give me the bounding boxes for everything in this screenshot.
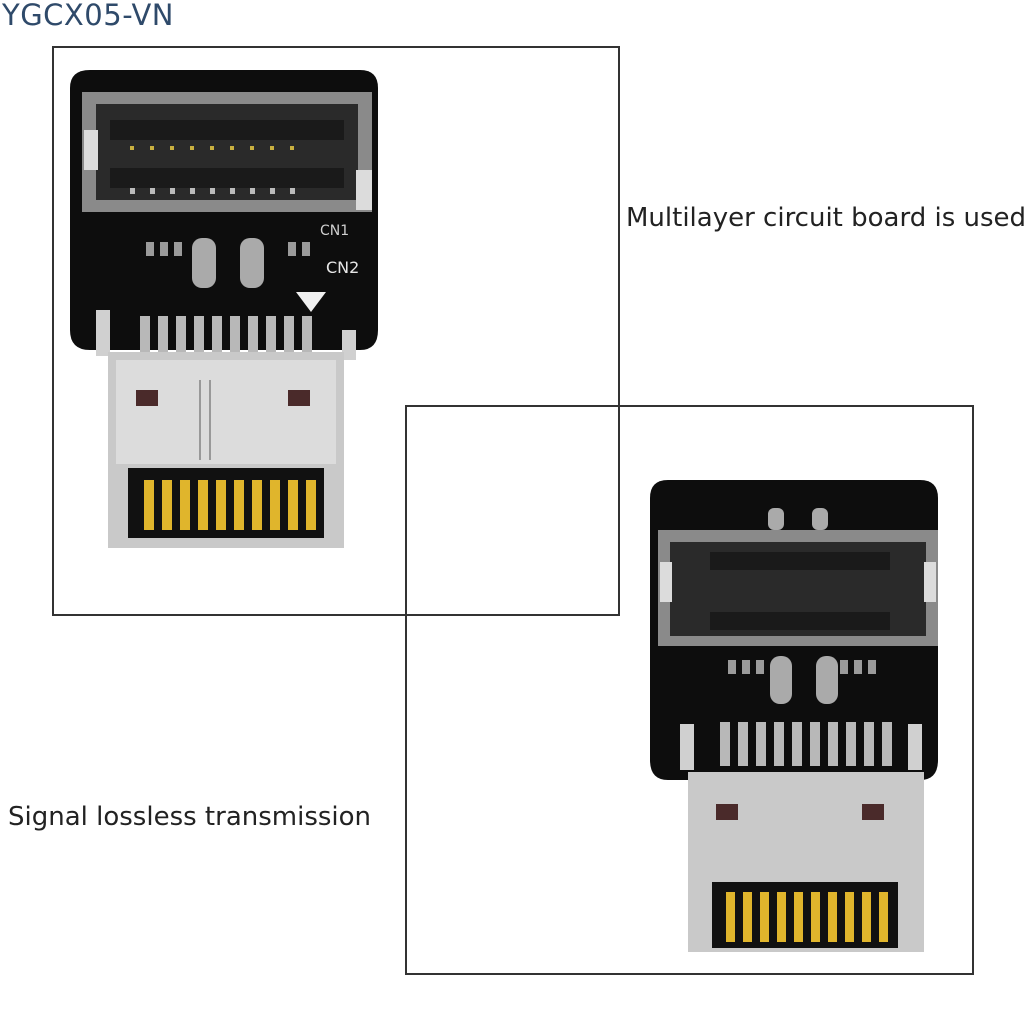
bottom-right-frame [405, 405, 974, 975]
gold-contacts [726, 892, 888, 942]
gold-contacts [144, 480, 316, 530]
product-code-title: YGCX05-VN [2, 0, 175, 32]
label-cn1: CN1 [320, 223, 349, 239]
caption-multilayer-board: Multilayer circuit board is used [626, 203, 1024, 233]
adapter-image-front: CN1 CN2 [70, 70, 378, 548]
top-left-frame [52, 46, 620, 616]
adapter-image-back [650, 480, 938, 952]
socket-pins-top [130, 146, 294, 150]
mount-tab-right [240, 238, 264, 288]
mount-tab-left [192, 238, 216, 288]
label-cn2: CN2 [326, 258, 359, 277]
socket-pins-bottom [130, 188, 295, 194]
pin1-marker [296, 292, 326, 312]
caption-signal-lossless: Signal lossless transmission [8, 802, 372, 832]
